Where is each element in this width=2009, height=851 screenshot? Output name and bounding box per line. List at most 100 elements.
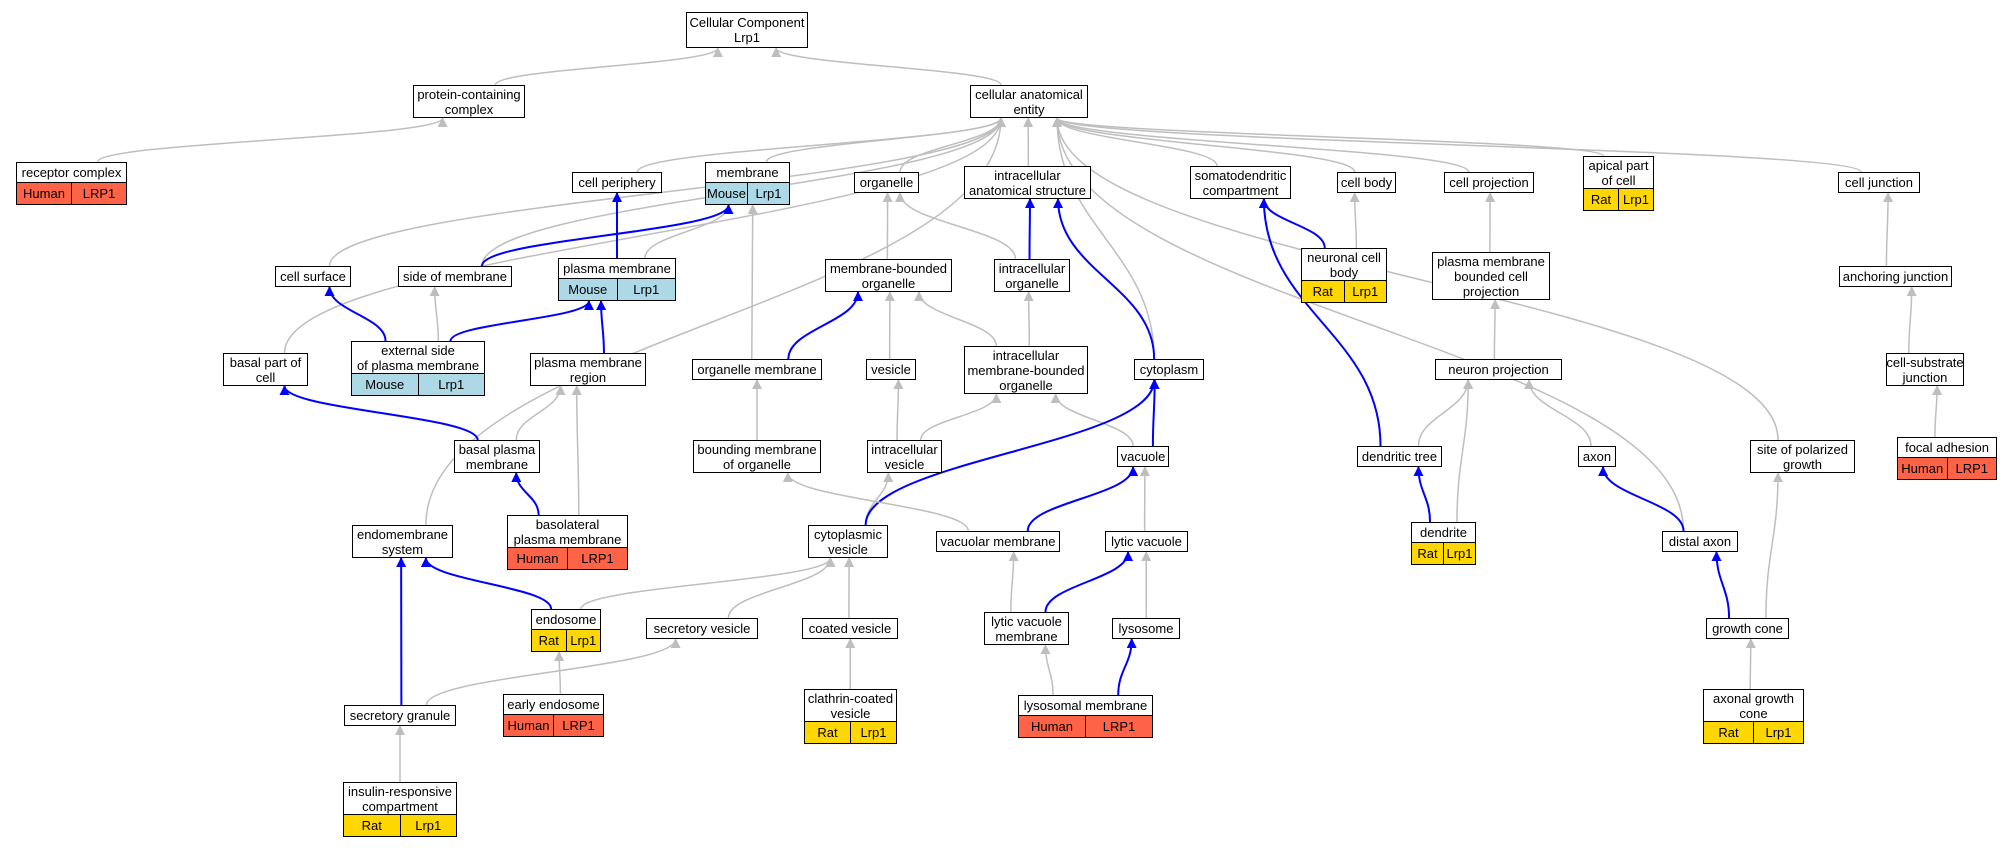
term-label: endomembrane system xyxy=(356,526,449,557)
term-label: protein-containing complex xyxy=(417,86,521,117)
term-node-cyto[interactable]: cytoplasm xyxy=(1134,359,1204,380)
term-node-cp[interactable]: cell periphery xyxy=(572,172,662,193)
part-of-edge-bpm-to-bpc xyxy=(279,385,479,441)
term-node-dt[interactable]: dendritic tree xyxy=(1357,446,1442,467)
term-node-cov[interactable]: coated vesicle xyxy=(802,618,898,639)
term-node-som[interactable]: side of membrane xyxy=(398,266,512,287)
term-label: basolateral plasma membrane xyxy=(513,516,622,547)
part-of-edge-den-to-dt xyxy=(1413,466,1432,523)
term-label: basal plasma membrane xyxy=(458,441,536,472)
species-label: Rat xyxy=(817,725,838,740)
term-node-cj[interactable]: cell junction xyxy=(1838,172,1920,193)
part-of-edge-da-to-axon xyxy=(1598,466,1685,532)
part-of-edge-dt-to-sdc xyxy=(1258,198,1382,447)
term-node-cs[interactable]: cell surface xyxy=(275,266,351,287)
term-node-sv[interactable]: secretory vesicle xyxy=(646,618,758,639)
term-label: membrane xyxy=(716,165,779,180)
part-of-edge-vac-to-cyto xyxy=(1149,379,1160,447)
term-node-aj[interactable]: anchoring junction xyxy=(1839,266,1952,287)
term-node-cc[interactable]: Cellular Component Lrp1 xyxy=(686,12,808,48)
term-node-da[interactable]: distal axon xyxy=(1662,531,1738,552)
is-a-edge-vac-to-imbo xyxy=(1050,393,1134,447)
term-label: plasma membrane region xyxy=(534,354,642,385)
term-label: cell-substrate junction xyxy=(1886,354,1964,385)
term-node-pcc[interactable]: protein-containing complex xyxy=(413,85,525,118)
is-a-edge-den-to-np xyxy=(1456,379,1474,523)
is-a-edge-vm-to-bmo xyxy=(782,472,970,532)
species-label: Mouse xyxy=(706,186,747,201)
term-node-gc[interactable]: growth cone xyxy=(1706,618,1789,639)
term-node-ias[interactable]: intracellular anatomical structure xyxy=(964,166,1091,199)
part-of-edge-om-to-mbo xyxy=(787,291,863,360)
term-node-io[interactable]: intracellular organelle xyxy=(994,259,1070,292)
part-of-edge-espm-to-pm xyxy=(449,300,594,342)
term-node-sdc[interactable]: somatodendritic compartment xyxy=(1190,166,1291,199)
term-label: plasma membrane bounded cell projection xyxy=(1437,253,1545,299)
term-label: vesicle xyxy=(871,362,911,377)
is-a-edge-np-to-pmbcp xyxy=(1490,299,1501,360)
term-node-bmo[interactable]: bounding membrane of organelle xyxy=(693,440,821,473)
term-label: distal axon xyxy=(1668,534,1732,549)
term-node-csj[interactable]: cell-substrate junction xyxy=(1886,353,1964,386)
term-node-vac[interactable]: vacuole xyxy=(1117,446,1169,467)
term-label: receptor complex xyxy=(21,165,122,180)
term-node-pmbcp[interactable]: plasma membrane bounded cell projection xyxy=(1432,252,1550,300)
term-node-axon[interactable]: axon xyxy=(1578,446,1616,467)
term-node-bpm[interactable]: basal plasma membrane xyxy=(454,440,540,473)
term-node-spg[interactable]: site of polarized growth xyxy=(1750,440,1855,473)
is-a-edge-blpm-to-pmr xyxy=(571,385,582,516)
gene-label: Lrp1 xyxy=(1443,543,1475,564)
term-node-imbo[interactable]: intracellular membrane-bounded organelle xyxy=(964,346,1088,394)
gene-label: Lrp1 xyxy=(1753,722,1803,743)
term-node-lyso[interactable]: lysosome xyxy=(1112,618,1180,639)
term-node-bpc[interactable]: basal part of cell xyxy=(223,353,308,386)
gene-label: Lrp1 xyxy=(1618,189,1653,210)
term-node-pmr[interactable]: plasma membrane region xyxy=(530,353,646,386)
is-a-edge-pm-to-mem xyxy=(644,204,734,259)
term-label: site of polarized growth xyxy=(1756,441,1849,472)
term-node-lvm[interactable]: lytic vacuole membrane xyxy=(984,612,1069,645)
term-node-cproj[interactable]: cell projection xyxy=(1444,172,1534,193)
term-node-ems[interactable]: endomembrane system xyxy=(352,525,453,558)
term-node-cb[interactable]: cell body xyxy=(1337,172,1396,193)
species-label: Mouse xyxy=(568,282,608,297)
is-a-edge-cj-to-cae xyxy=(1052,117,1862,173)
term-node-iv[interactable]: intracellular vesicle xyxy=(867,440,942,473)
term-node-np[interactable]: neuron projection xyxy=(1435,359,1562,380)
species-label: Mouse xyxy=(365,377,405,392)
term-label: intracellular anatomical structure xyxy=(968,167,1087,198)
term-node-mbo[interactable]: membrane-bounded organelle xyxy=(825,259,952,292)
term-node-cae[interactable]: cellular anatomical entity xyxy=(970,85,1088,118)
species-label: Rat xyxy=(1590,192,1612,207)
term-node-lv[interactable]: lytic vacuole xyxy=(1105,531,1188,552)
term-node-sg[interactable]: secretory granule xyxy=(344,705,456,726)
term-label: bounding membrane of organelle xyxy=(697,441,817,472)
term-node-org[interactable]: organelle xyxy=(854,172,919,193)
is-a-edge-espm-to-som xyxy=(429,286,440,342)
term-node-om[interactable]: organelle membrane xyxy=(692,359,822,380)
term-node-cv[interactable]: cytoplasmic vesicle xyxy=(808,525,888,558)
term-node-vm[interactable]: vacuolar membrane xyxy=(936,531,1060,552)
term-label: growth cone xyxy=(1712,621,1783,636)
term-node-ves[interactable]: vesicle xyxy=(866,359,916,380)
is-a-edge-axon-to-np xyxy=(1524,379,1592,447)
